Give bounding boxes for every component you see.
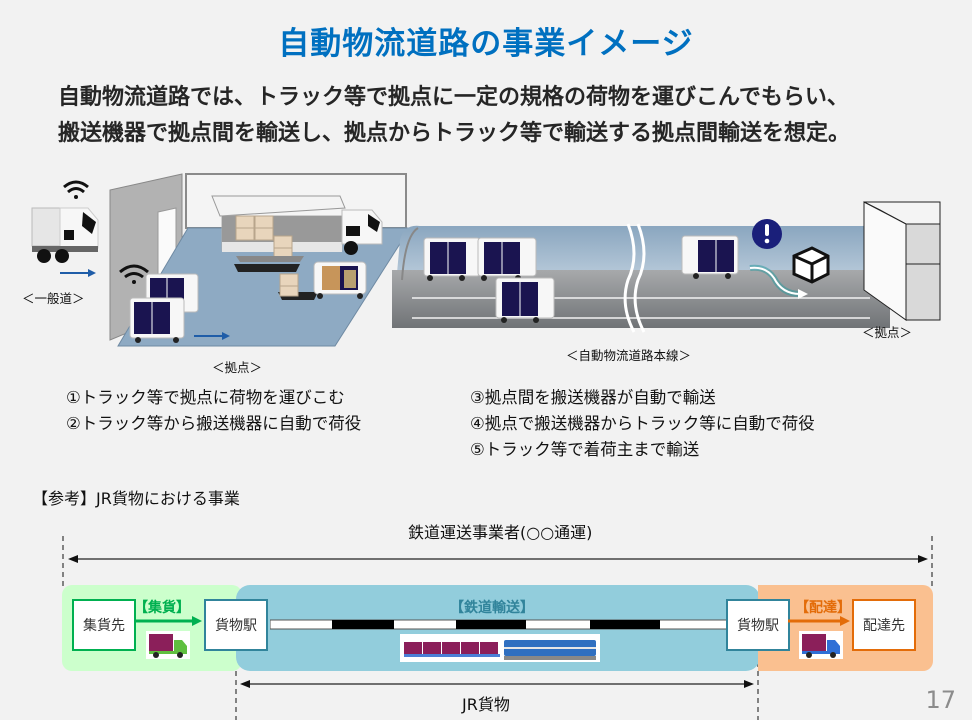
alert-badge-icon (752, 219, 782, 249)
step-2: ②トラック等から搬送機器に自動で荷役 (66, 414, 362, 433)
wifi-icon (63, 180, 89, 199)
container-truck-icon (799, 631, 843, 659)
curved-arrow-icon (749, 264, 808, 299)
step-1: ①トラック等で拠点に荷物を運びこむ (66, 388, 345, 407)
arrow-right-icon (60, 269, 96, 277)
freight-train-icon (400, 634, 600, 662)
step-4: ④拠点で搬送機器からトラック等に自動で荷役 (470, 414, 815, 433)
page-number: 17 (925, 686, 956, 714)
lead-text: 自動物流道路では、トラック等で拠点に一定の規格の荷物を運びこんでもらい、 搬送機… (58, 80, 938, 152)
step-3: ③拠点間を搬送機器が自動で輸送 (470, 388, 716, 407)
carrier-robot-icon (129, 297, 185, 343)
span-arrows (62, 536, 933, 720)
top-span-label: 鉄道運送事業者(○○通運) (408, 523, 593, 542)
label-general-road: ＜一般道＞ (22, 291, 85, 306)
arrow-right-icon (194, 332, 230, 340)
collection-arrow (136, 616, 202, 626)
delivery-label: 【配達】 (795, 600, 851, 616)
origin-box: 集貨先 (72, 599, 136, 651)
hub-building-right (863, 201, 941, 321)
carrier-robot-icon (477, 237, 537, 281)
top-span-arrow (68, 555, 928, 563)
hub-building (109, 173, 411, 347)
carrier-robot-icon (495, 277, 555, 323)
steps-right: ③拠点間を搬送機器が自動で輸送 ④拠点で搬送機器からトラック等に自動で荷役 ⑤ト… (470, 385, 815, 463)
label-main-line: ＜自動物流道路本線＞ (566, 348, 692, 363)
logistics-road-illustration (31, 173, 941, 347)
lead-line-2: 搬送機器で拠点間を輸送し、拠点からトラック等で輸送する拠点間輸送を想定。 (58, 121, 851, 146)
wifi-icon (119, 264, 149, 284)
collection-label: 【集貨】 (134, 600, 190, 616)
carrier-robot-icon (681, 235, 739, 279)
steps-left: ①トラック等で拠点に荷物を運びこむ ②トラック等から搬送機器に自動で荷役 (66, 385, 361, 437)
step-5: ⑤トラック等で着荷主まで輸送 (470, 440, 700, 459)
truck-icon (31, 207, 99, 263)
package-icon (792, 246, 830, 284)
reference-heading: 【参考】JR貨物における事業 (32, 489, 240, 508)
bottom-span-label: JR貨物 (462, 695, 510, 714)
label-hub-left: ＜拠点＞ (212, 360, 263, 375)
container-truck-icon (146, 631, 190, 659)
label-hub-right: ＜拠点＞ (862, 325, 913, 340)
delivery-arrow (788, 616, 850, 626)
station-left-box: 貨物駅 (204, 599, 268, 651)
lead-line-1: 自動物流道路では、トラック等で拠点に一定の規格の荷物を運びこんでもらい、 (58, 85, 849, 110)
rail-track (270, 619, 728, 630)
carrier-robot-icon (423, 237, 481, 281)
slide-title: 自動物流道路の事業イメージ (278, 26, 694, 62)
bottom-span-arrow (240, 680, 754, 688)
destination-box: 配達先 (852, 599, 916, 651)
station-right-box: 貨物駅 (726, 599, 790, 651)
rail-label: 【鉄道輸送】 (450, 600, 534, 616)
